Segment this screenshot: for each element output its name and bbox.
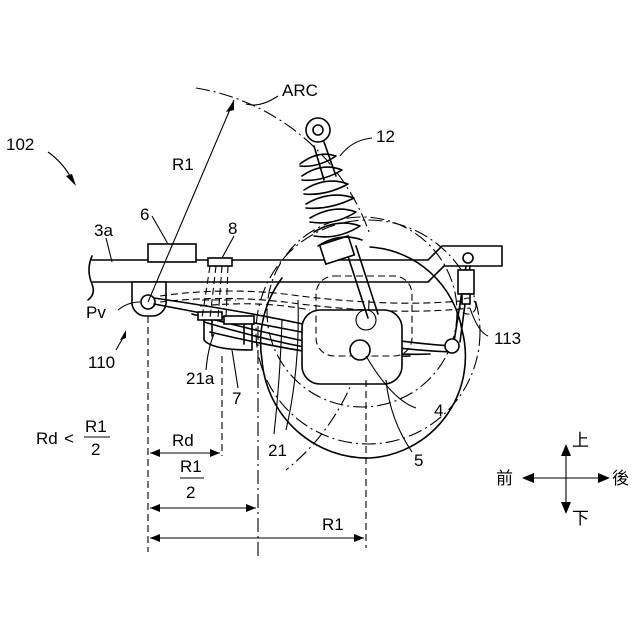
label-102: 102 bbox=[6, 135, 34, 154]
label-pv: Pv bbox=[86, 303, 106, 322]
formula-den: 2 bbox=[91, 440, 100, 459]
leaf-spring-alt bbox=[160, 291, 470, 311]
direction-front: 前 bbox=[496, 469, 513, 489]
formula-op: < bbox=[64, 429, 74, 448]
label-113: 113 bbox=[494, 329, 521, 348]
direction-up: 上 bbox=[572, 431, 589, 451]
label-3a: 3a bbox=[94, 221, 113, 240]
part-8-clamp bbox=[208, 258, 232, 266]
r1-arrowhead bbox=[226, 100, 234, 112]
direction-compass bbox=[522, 444, 610, 514]
formula-num: R1 bbox=[85, 417, 107, 436]
label-6: 6 bbox=[140, 205, 149, 224]
swing-arc bbox=[196, 88, 369, 232]
dim-arrow-rd bbox=[150, 449, 220, 457]
label-110: 110 bbox=[88, 353, 115, 372]
dim-label-half-num: R1 bbox=[180, 457, 202, 476]
label-12: 12 bbox=[376, 127, 395, 146]
label-r1-radius: R1 bbox=[172, 155, 194, 174]
label-7: 7 bbox=[232, 389, 241, 408]
label-21: 21 bbox=[268, 441, 287, 460]
dim-arrow-r1 bbox=[150, 534, 364, 542]
label-21a: 21a bbox=[186, 369, 215, 388]
dim-label-half-den: 2 bbox=[186, 483, 195, 502]
direction-rear: 後 bbox=[612, 469, 629, 489]
direction-down: 下 bbox=[572, 509, 589, 529]
spring-seat-21a bbox=[198, 312, 254, 350]
label-4: 4 bbox=[434, 401, 443, 420]
dim-arrow-half bbox=[150, 504, 256, 512]
dim-label-r1: R1 bbox=[322, 515, 344, 534]
shock-absorber-12 bbox=[300, 118, 378, 318]
frame-break-left bbox=[88, 256, 93, 300]
label-arc: ARC bbox=[282, 81, 318, 100]
leader-lines bbox=[48, 96, 488, 452]
dim-label-rd: Rd bbox=[172, 431, 194, 450]
label-5: 5 bbox=[414, 451, 423, 470]
formula-left: Rd bbox=[36, 429, 58, 448]
label-8: 8 bbox=[228, 219, 237, 238]
